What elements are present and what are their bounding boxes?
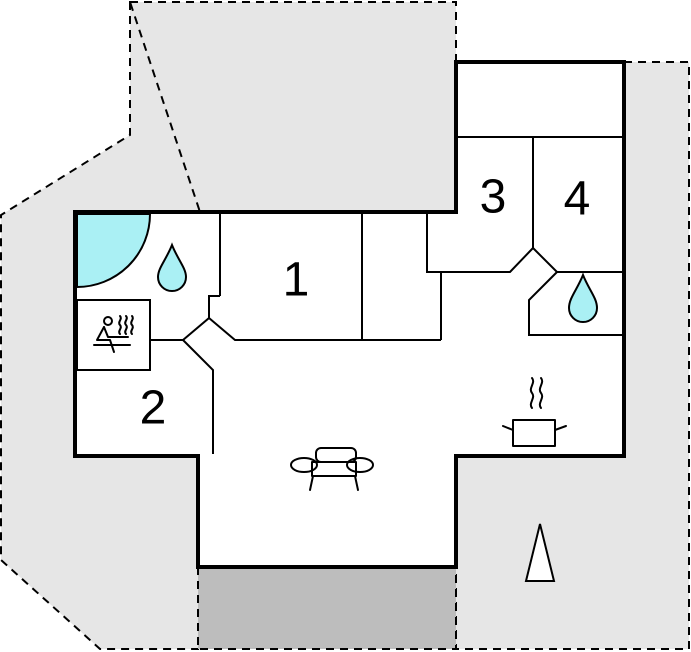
pool-icon bbox=[76, 213, 152, 289]
carport bbox=[197, 566, 457, 650]
kitchen-pot-icon bbox=[502, 377, 567, 447]
room-label-3: 3 bbox=[480, 171, 507, 224]
north-arrow-icon bbox=[524, 523, 556, 582]
room-label-1: 1 bbox=[283, 254, 310, 307]
sauna-icon bbox=[93, 315, 134, 353]
room-label-4: 4 bbox=[564, 173, 591, 226]
bathroom-water-drop-icon bbox=[567, 272, 599, 323]
bathroom-water-drop-icon bbox=[156, 242, 188, 292]
sofa-icon bbox=[290, 447, 374, 491]
interior-walls bbox=[76, 136, 622, 454]
room-label-2: 2 bbox=[140, 382, 167, 435]
outer-walls bbox=[73, 60, 626, 569]
